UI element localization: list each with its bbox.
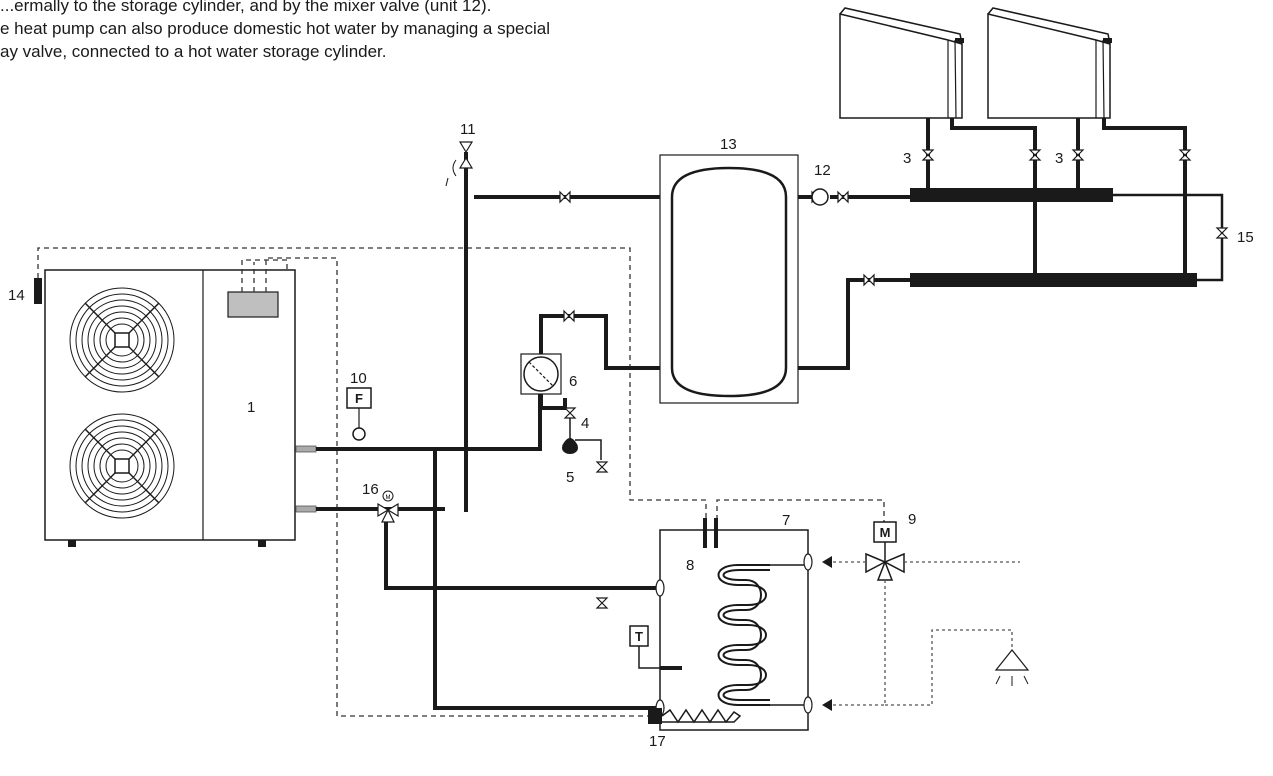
label-mixer-valve: 16: [362, 481, 379, 498]
controller-box: [227, 291, 279, 318]
label-three-way-valve: 9: [908, 511, 916, 528]
intro-line-1: ...ermally to the storage cylinder, and …: [0, 0, 492, 15]
thermostat-letter: T: [635, 629, 643, 644]
heat-pump-unit: [44, 269, 317, 547]
label-sensor-well: 8: [686, 557, 694, 574]
pump-icon: [811, 188, 829, 206]
intro-text: ...ermally to the storage cylinder, and …: [0, 0, 800, 63]
actuator-letter: M: [880, 525, 891, 540]
label-outdoor-sensor: 14: [8, 287, 25, 304]
label-safety-valve: 11: [460, 121, 476, 138]
outdoor-sensor: [34, 278, 42, 304]
fan-top-icon: [69, 287, 175, 393]
dhw-cylinder: T: [629, 518, 813, 731]
label-pump: 12: [814, 162, 831, 179]
label-electric-heater: 17: [649, 733, 666, 750]
three-way-valve-icon: M: [865, 521, 905, 581]
expansion-vessel-icon: [562, 438, 602, 460]
pipework: [316, 118, 1224, 710]
flow-switch-icon: F: [346, 387, 372, 441]
label-valve-left: 3: [903, 150, 911, 167]
safety-valve-icon: [445, 141, 474, 187]
flow-switch-letter: F: [355, 391, 363, 406]
label-flow-switch: 10: [350, 370, 367, 387]
circulator-icon: [520, 353, 562, 395]
label-expansion-vessel: 5: [566, 469, 574, 486]
label-buffer-tank: 13: [720, 136, 737, 153]
intro-line-3: ay valve, connected to a hot water stora…: [0, 42, 387, 61]
label-bypass-valve: 15: [1237, 229, 1254, 246]
fan-bottom-icon: [69, 413, 175, 519]
fan-coil-left: [839, 7, 964, 119]
shower-head-icon: [994, 649, 1030, 686]
mixer-letter: M: [386, 495, 391, 501]
intro-line-2: e heat pump can also produce domestic ho…: [0, 19, 550, 38]
label-heat-pump: 1: [247, 399, 255, 416]
valve-symbols: [559, 149, 1229, 609]
label-valve-right: 3: [1055, 150, 1063, 167]
mixer-valve-icon: M: [377, 490, 399, 523]
label-circulator: 6: [569, 373, 577, 390]
label-drain-valve: 4: [581, 415, 589, 432]
label-dhw-cylinder: 7: [782, 512, 790, 529]
buffer-tank: [659, 154, 799, 404]
fan-coil-right: [987, 7, 1112, 119]
